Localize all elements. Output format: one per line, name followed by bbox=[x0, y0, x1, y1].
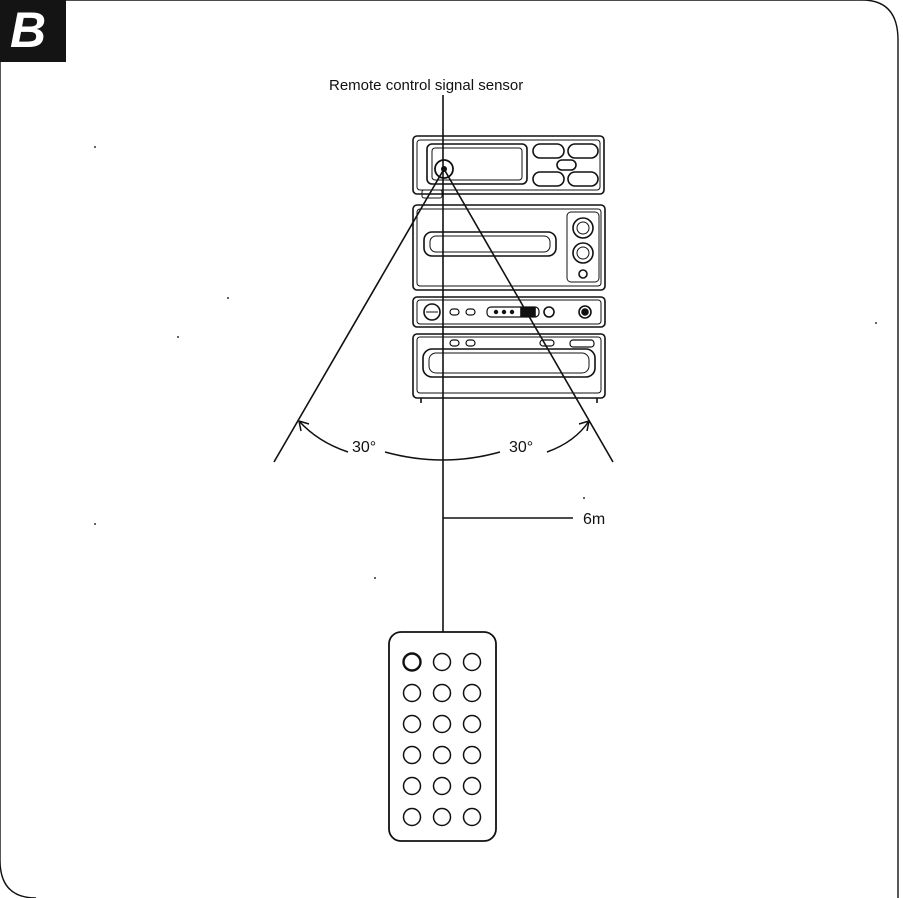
angle-arc-right bbox=[546, 420, 590, 453]
scan-specks bbox=[94, 146, 877, 579]
sensor-label: Remote control signal sensor bbox=[329, 77, 524, 94]
remote-button bbox=[402, 745, 422, 765]
remote-button bbox=[432, 776, 452, 796]
remote-button bbox=[462, 745, 482, 765]
remote-sensor-marker bbox=[434, 159, 454, 179]
remote-button bbox=[432, 683, 452, 703]
stereo-cd-unit bbox=[412, 333, 606, 403]
remote-button bbox=[432, 745, 452, 765]
angle-left-label: 30° bbox=[352, 439, 377, 456]
remote-button bbox=[402, 683, 422, 703]
remote-button bbox=[402, 652, 422, 672]
remote-button bbox=[402, 807, 422, 827]
angle-arc-left bbox=[298, 420, 349, 453]
remote-button bbox=[462, 652, 482, 672]
remote-button bbox=[432, 714, 452, 734]
remote-button-grid bbox=[402, 652, 482, 827]
remote-button bbox=[462, 807, 482, 827]
remote-button bbox=[462, 714, 482, 734]
stereo-tuner-unit bbox=[412, 296, 606, 328]
range-line-left bbox=[273, 168, 445, 463]
remote-button bbox=[462, 776, 482, 796]
figure-letter-badge: B bbox=[0, 0, 66, 62]
remote-button bbox=[432, 652, 452, 672]
angle-right-label: 30° bbox=[509, 439, 534, 456]
figure-letter: B bbox=[10, 2, 47, 58]
range-line-right bbox=[443, 168, 614, 463]
stereo-display-unit bbox=[412, 135, 605, 199]
remote-button bbox=[462, 683, 482, 703]
remote-button bbox=[402, 776, 422, 796]
remote-button bbox=[432, 807, 452, 827]
angle-arc-center bbox=[384, 451, 501, 461]
stereo-tape-unit bbox=[412, 204, 606, 291]
remote-button bbox=[402, 714, 422, 734]
stereo-system-illustration bbox=[412, 135, 606, 403]
distance-label: 6m bbox=[583, 511, 606, 528]
remote-control-illustration bbox=[388, 631, 497, 842]
